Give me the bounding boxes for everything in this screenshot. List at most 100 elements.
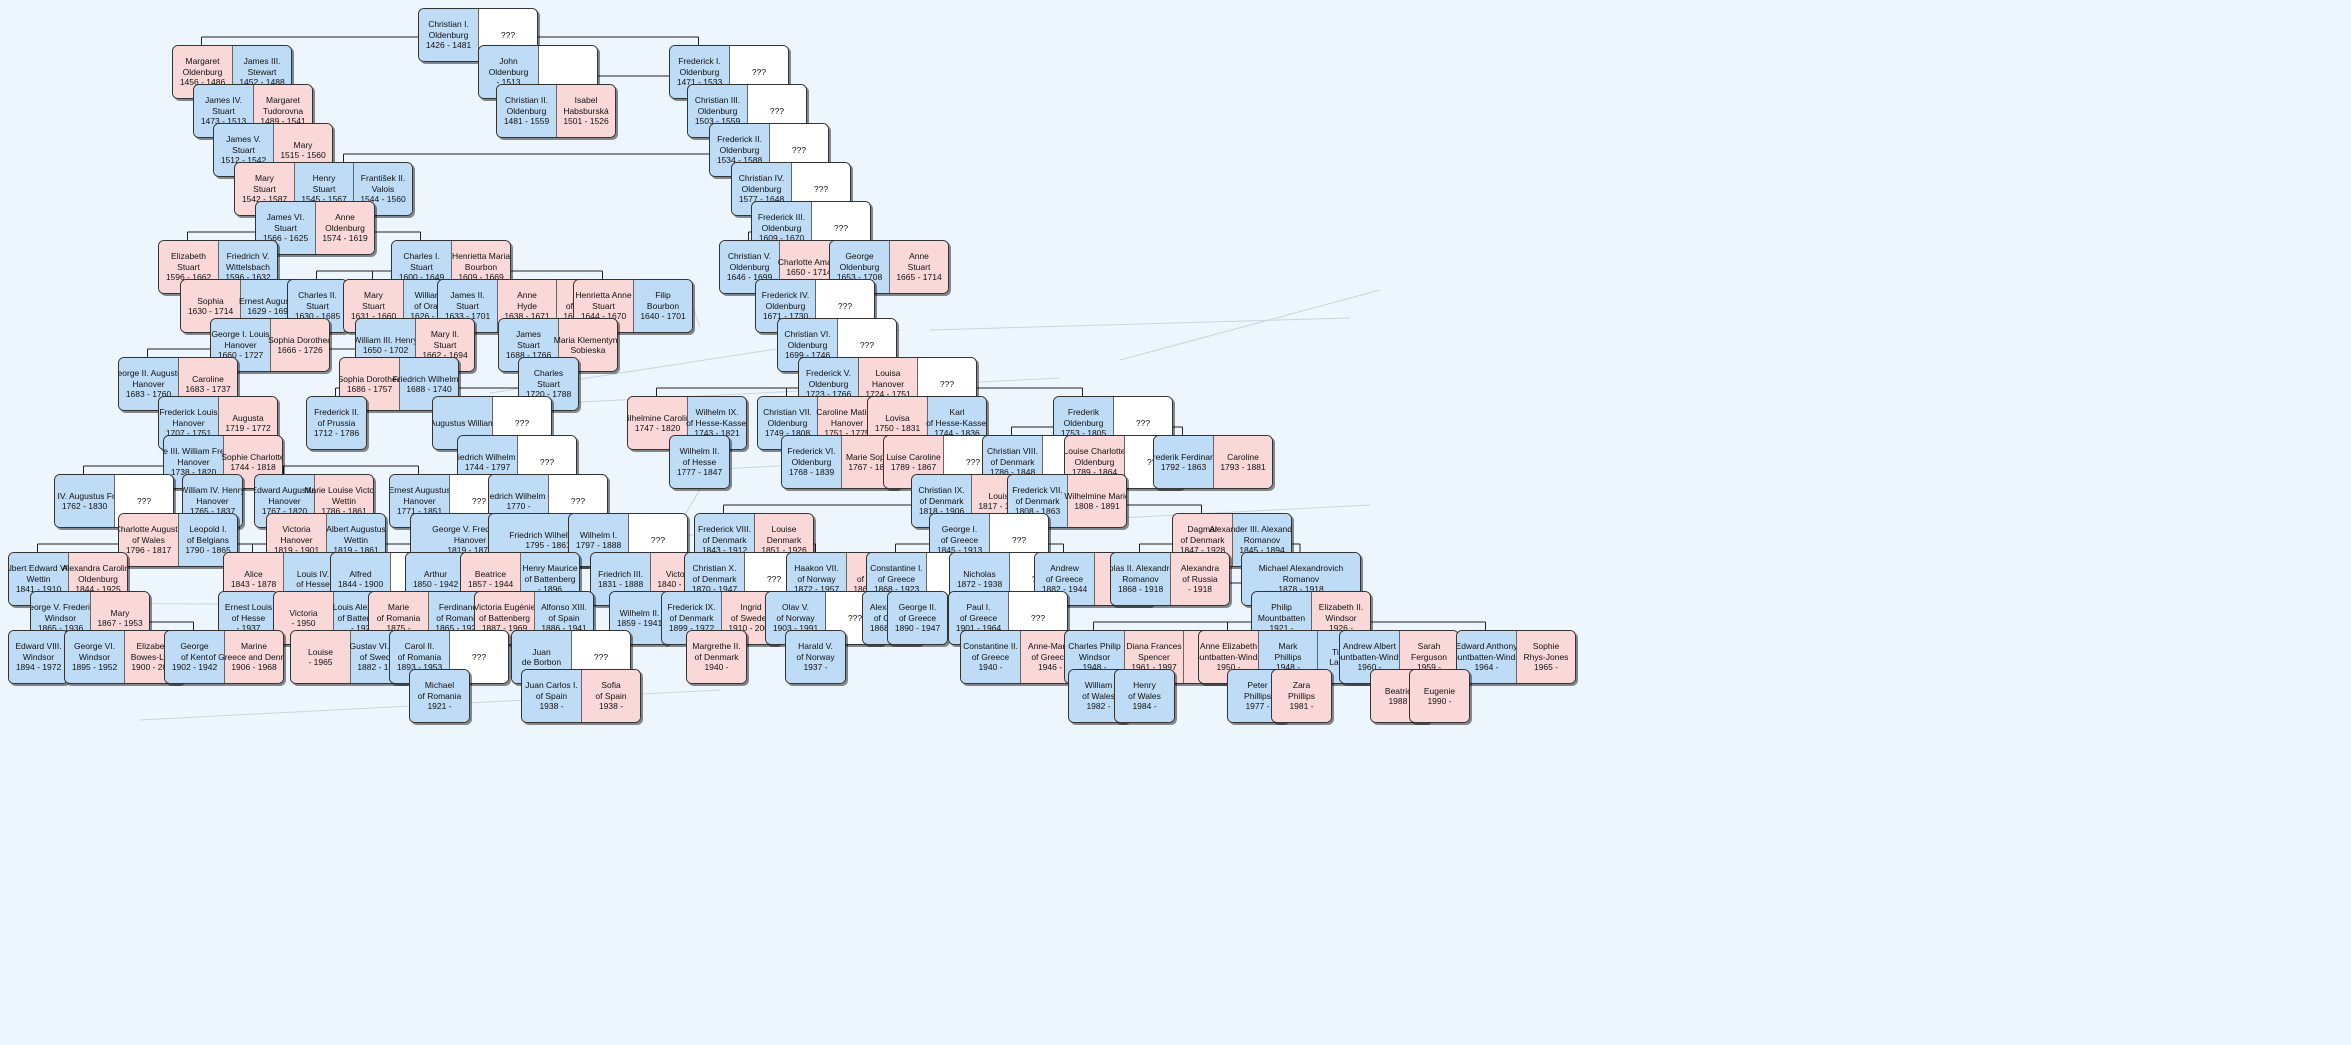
person-house: Hanover <box>453 534 487 545</box>
person-name: Ingrid <box>740 602 762 613</box>
person-name: Victoria <box>665 568 695 579</box>
person-house: of Hesse <box>296 579 330 589</box>
person-house: Ferguson <box>1411 651 1447 662</box>
person-name: James II. <box>450 290 485 301</box>
person-years: 1596 - 1632 <box>225 272 271 283</box>
person-years: 1938 - <box>598 701 624 712</box>
person-name: Alexandra Caroline <box>61 563 128 574</box>
person-house: Oldenburg <box>761 222 802 233</box>
person-house: Oldenburg <box>78 573 118 584</box>
person-years: 1481 - 1559 <box>503 116 550 127</box>
person-name: George V. Frederick <box>432 524 508 535</box>
person-name: Anne-Marie <box>1028 641 1072 652</box>
person-years: 1699 - 1746 <box>784 350 831 361</box>
person-years: 1609 - 1670 <box>758 233 805 244</box>
person-years: 1910 - 2000 <box>728 623 774 634</box>
person-name: Louis IV. <box>296 568 330 579</box>
person-house: Stuart <box>312 183 336 194</box>
person-house: Hanover <box>196 495 229 506</box>
person-name: Michael Alexandrovich <box>1258 563 1344 574</box>
person-name: Henry <box>1133 680 1156 691</box>
person-years: 1795 - 1861 <box>525 540 571 550</box>
person-george-iv-augustus-frederick[interactable]: George IV. Augustus Frederick1762 - 1830 <box>55 475 142 527</box>
person-name: Wilhelm IX. <box>695 407 739 418</box>
person-years: 1819 - 1861 <box>333 545 379 556</box>
person-years: 1600 - 1649 <box>398 272 445 283</box>
person-house: Hanover <box>224 339 257 350</box>
person-name: Anne <box>335 212 355 223</box>
person-name: Frederick VIII. <box>698 524 751 535</box>
person-house: Bowes-Lyon <box>130 651 178 662</box>
person-years: 1609 - 1669 <box>458 272 504 283</box>
person-name: Frederick II. <box>314 407 359 418</box>
person-house: of Greece <box>877 573 916 584</box>
person-house: Hanover <box>280 534 313 545</box>
person-name: Beatrice <box>1384 685 1417 696</box>
person-louise[interactable]: Louise- 1965 <box>291 631 350 683</box>
person-house: Oldenburg <box>182 66 223 77</box>
person-years: 1660 - 1727 <box>217 350 264 361</box>
person-name: Marie Sophie <box>845 451 897 462</box>
